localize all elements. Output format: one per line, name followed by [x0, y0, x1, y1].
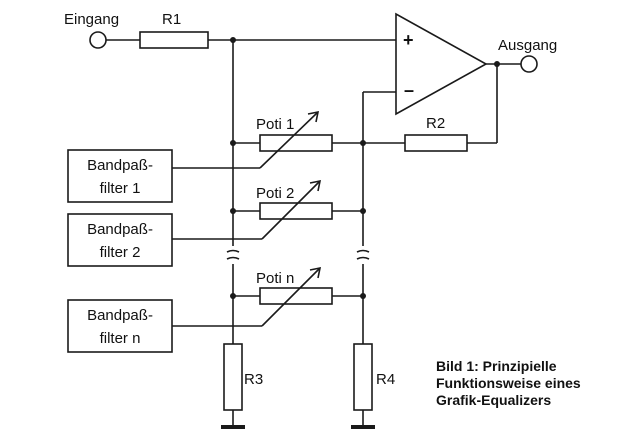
- filter1-label-line2: filter 1: [100, 180, 141, 197]
- potentiometer-n: [259, 287, 333, 305]
- minus-input-label: –: [404, 80, 414, 100]
- filtern-label-line2: filter n: [100, 330, 141, 347]
- poti1-label: Poti 1: [256, 116, 294, 133]
- r4-label: R4: [376, 371, 395, 388]
- junction-right-potin: [360, 293, 366, 299]
- input-terminal: [89, 31, 107, 49]
- potin-arrow-icon: [309, 266, 322, 279]
- output-terminal: [520, 55, 538, 73]
- junction-output: [494, 61, 500, 67]
- caption-line2: Funktionsweise eines: [436, 375, 581, 391]
- junction-left-potin: [230, 293, 236, 299]
- filtern-label-line1: Bandpaß-: [87, 307, 153, 324]
- output-label: Ausgang: [498, 37, 557, 54]
- junction-left-poti1: [230, 140, 236, 146]
- r1-label: R1: [162, 11, 181, 28]
- filter2-label-line2: filter 2: [100, 244, 141, 261]
- potentiometer-1: [259, 134, 333, 152]
- junction-r1: [230, 37, 236, 43]
- poti1-wiper: [259, 111, 319, 169]
- plus-input-label: +: [403, 30, 414, 50]
- resistor-r4: [353, 343, 373, 411]
- op-amp: [395, 12, 488, 116]
- potin-wiper: [261, 267, 321, 327]
- caption-line3: Grafik-Equalizers: [436, 392, 551, 408]
- input-label: Eingang: [64, 11, 119, 28]
- r2-label: R2: [426, 115, 445, 132]
- poti2-wiper: [261, 180, 321, 240]
- junction-left-poti2: [230, 208, 236, 214]
- poti2-arrow-icon: [309, 179, 322, 192]
- right-bus-break: [356, 249, 370, 260]
- junction-right-poti2: [360, 208, 366, 214]
- resistor-r3: [223, 343, 243, 411]
- bandpass-filter-2: [67, 213, 173, 267]
- caption-line1: Bild 1: Prinzipielle: [436, 358, 557, 374]
- poti2-label: Poti 2: [256, 185, 294, 202]
- potin-label: Poti n: [256, 270, 294, 287]
- junction-right-poti1: [360, 140, 366, 146]
- bandpass-filter-n: [67, 299, 173, 353]
- r3-label: R3: [244, 371, 263, 388]
- resistor-r2: [404, 134, 468, 152]
- left-bus-break: [226, 249, 240, 260]
- filter1-label-line1: Bandpaß-: [87, 157, 153, 174]
- bandpass-filter-1: [67, 149, 173, 203]
- filter2-label-line1: Bandpaß-: [87, 221, 153, 238]
- poti1-arrow-icon: [307, 110, 320, 123]
- resistor-r1: [139, 31, 209, 49]
